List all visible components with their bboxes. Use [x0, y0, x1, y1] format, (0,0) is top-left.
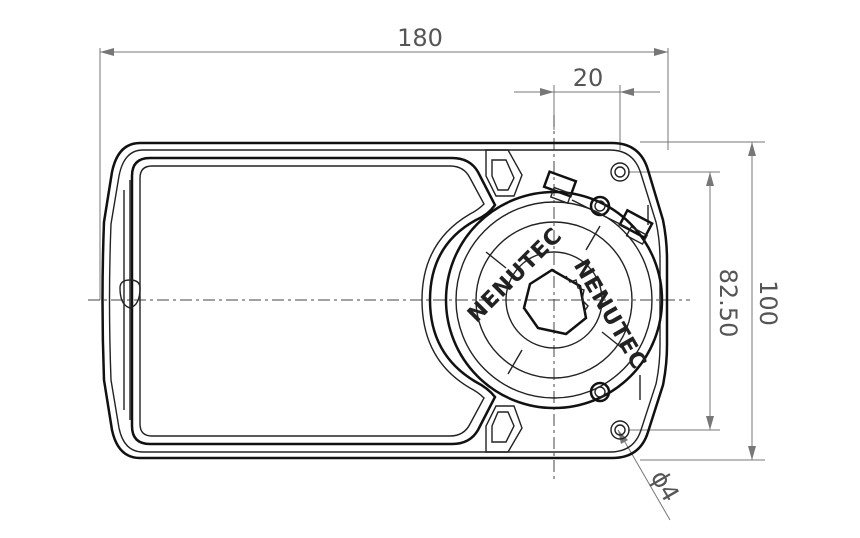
clamp-screw-bottom: [589, 381, 611, 403]
dimension-overall-height: 100: [640, 141, 782, 461]
dimension-100-label: 100: [754, 280, 782, 326]
mounting-hole-top: [610, 162, 630, 182]
dimension-hole-diameter: ϕ4: [617, 429, 685, 521]
dimension-hole-spacing: 82.50: [628, 171, 742, 431]
dimension-overall-width: 180: [99, 24, 669, 300]
dimension-phi4-label: ϕ4: [645, 466, 685, 507]
dimension-offset: 20: [514, 64, 660, 150]
actuator-housing: [101, 141, 669, 460]
mounting-hole-bottom: [610, 420, 630, 440]
clamp-screw-top: [589, 195, 611, 217]
dimension-82-50-label: 82.50: [714, 269, 742, 338]
bolt-assembly-top-left: [542, 170, 578, 205]
dimension-180-label: 180: [397, 24, 443, 52]
dimension-20-label: 20: [573, 64, 604, 92]
brand-label-right: NENUTEC: [568, 255, 651, 374]
bolt-assembly-top-right: [618, 208, 654, 246]
brand-label-left: NENUTEC: [463, 223, 568, 328]
